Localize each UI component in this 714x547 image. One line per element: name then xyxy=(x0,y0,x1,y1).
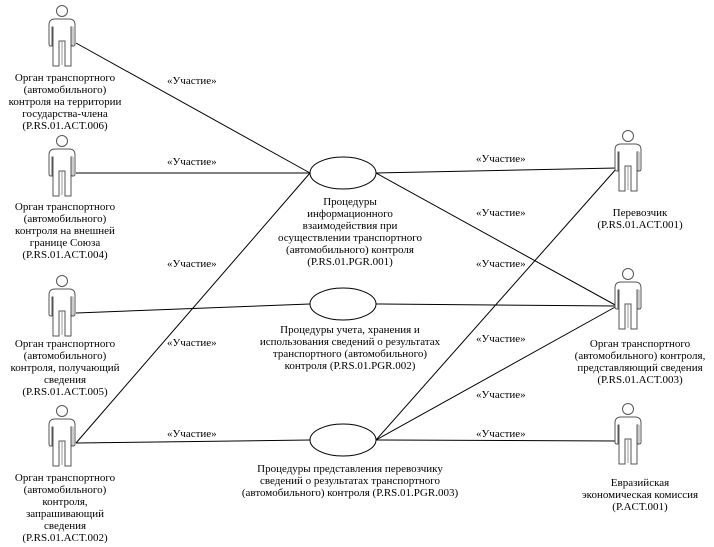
label-line: использования сведений о результатах xyxy=(259,336,441,348)
actor-icon xyxy=(614,268,642,330)
label-line: Орган транспортного xyxy=(14,338,116,350)
use-case-ellipse-pgr001 xyxy=(309,156,377,190)
association-line xyxy=(75,42,311,174)
label-line: (автомобильного) контроля, xyxy=(574,350,706,362)
label-line: (автомобильного) xyxy=(23,213,107,225)
actor-icon xyxy=(48,5,76,67)
label-line: Процедуры представления перевозчику xyxy=(257,463,443,475)
actor-label-act006: Орган транспортного(автомобильного)контр… xyxy=(0,72,130,132)
actor-icon xyxy=(614,403,642,465)
label-line: контроля на территории xyxy=(8,96,122,108)
label-line: (P.RS.01.ACT.003) xyxy=(597,374,683,386)
label-line: (P.ACT.001) xyxy=(612,501,668,513)
association-label: «Участие» xyxy=(476,428,526,440)
label-line: (автомобильного) xyxy=(23,84,107,96)
label-line: осуществлении транспортного xyxy=(278,232,422,244)
label-line: (автомобильного) контроля xyxy=(286,244,414,256)
label-line: (автомобильного) контроля (P.RS.01.PGR.0… xyxy=(241,487,459,499)
association-label: «Участие» xyxy=(476,389,526,401)
label-line: Орган транспортного xyxy=(14,72,116,84)
label-line: транспортного (автомобильного) xyxy=(272,348,428,360)
label-line: контроля, получающий xyxy=(10,362,120,374)
label-line: контроля на внешней xyxy=(15,225,115,237)
label-line: (автомобильного) xyxy=(23,484,107,496)
label-line: экономическая комиссия xyxy=(581,489,699,501)
association-label: «Участие» xyxy=(476,333,526,345)
association-label: «Участие» xyxy=(167,75,217,87)
label-line: государства-члена xyxy=(22,108,108,120)
association-label: «Участие» xyxy=(167,428,217,440)
association-label: «Участие» xyxy=(476,207,526,219)
label-line: Орган транспортного xyxy=(589,338,691,350)
label-line: взаимодействия при xyxy=(302,220,398,232)
actor-icon xyxy=(614,130,642,192)
association-line xyxy=(375,303,618,307)
actor-label-act003: Орган транспортного(автомобильного) конт… xyxy=(560,338,714,386)
label-line: (P.RS.01.ACT.005) xyxy=(22,386,108,398)
label-line: (P.RS.01.ACT.002) xyxy=(22,532,108,544)
actor-label-act004: Орган транспортного(автомобильного)контр… xyxy=(0,201,130,261)
actor-label-act005: Орган транспортного(автомобильного)контр… xyxy=(0,338,130,398)
association-lines xyxy=(75,42,618,444)
label-line: (автомобильного) xyxy=(23,350,107,362)
label-line: Орган транспортного xyxy=(14,201,116,213)
label-line: Перевозчик xyxy=(612,207,668,219)
association-label: «Участие» xyxy=(476,153,526,165)
actor-icon xyxy=(48,135,76,197)
label-line: (P.RS.01.ACT.004) xyxy=(22,249,108,261)
label-line: сведения xyxy=(43,374,87,386)
association-line xyxy=(75,303,311,314)
label-line: контроля (P.RS.01.PGR.002) xyxy=(284,360,416,372)
label-line: сведений о результатах транспортного xyxy=(259,475,440,487)
association-line xyxy=(375,167,618,441)
label-line: запрашивающий xyxy=(25,508,105,520)
association-line xyxy=(375,439,618,442)
use-case-ellipses xyxy=(309,156,377,457)
label-line: Орган транспортного xyxy=(14,472,116,484)
label-line: представляющий сведения xyxy=(577,362,703,374)
label-line: Процедуры учета, хранения и xyxy=(280,324,420,336)
association-label: «Участие» xyxy=(167,258,217,270)
association-label: «Участие» xyxy=(167,337,217,349)
label-line: контроля, xyxy=(42,496,88,508)
label-line: Евразийская xyxy=(610,477,670,489)
actor-label-act001: Перевозчик(P.RS.01.ACT.001) xyxy=(575,207,705,231)
label-line: границе Союза xyxy=(29,237,101,249)
use-case-ellipse-pgr003 xyxy=(309,423,377,457)
association-line xyxy=(375,167,618,174)
label-line: (P.RS.01.ACT.001) xyxy=(597,219,683,231)
association-line xyxy=(375,172,618,307)
actor-figures xyxy=(48,5,642,467)
association-line xyxy=(75,439,311,444)
actor-icon xyxy=(48,275,76,337)
association-label: «Участие» xyxy=(476,258,526,270)
actor-label-act002: Орган транспортного(автомобильного)контр… xyxy=(0,472,130,544)
label-line: (P.RS.01.ACT.006) xyxy=(22,120,108,132)
label-line: сведения xyxy=(43,520,87,532)
label-line: информационного xyxy=(307,208,393,220)
association-line xyxy=(375,305,618,441)
label-line: (P.RS.01.PGR.001) xyxy=(307,256,393,268)
label-line: Процедуры xyxy=(323,196,377,208)
association-label: «Участие» xyxy=(167,156,217,168)
actor-icon xyxy=(48,405,76,467)
use-case-ellipse-pgr002 xyxy=(309,287,377,321)
